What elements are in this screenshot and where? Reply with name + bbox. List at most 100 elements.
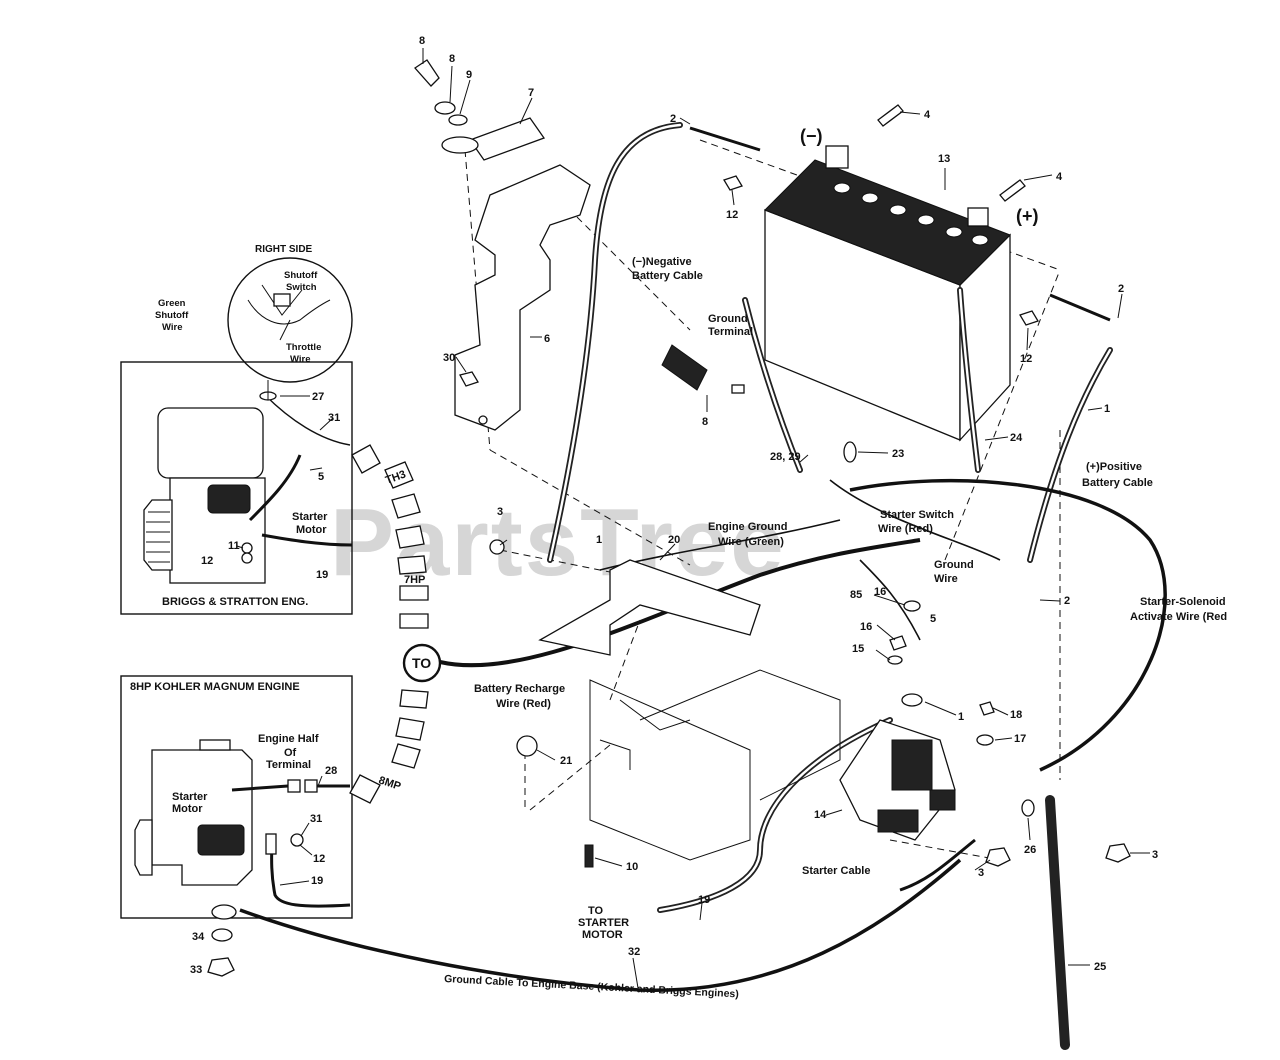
callout-10: 10 [626, 861, 638, 873]
bolt-3c [1105, 843, 1131, 863]
nut-26 [1021, 799, 1035, 817]
callout-17: 17 [1014, 733, 1026, 745]
briggs-starter-label-2: Motor [296, 524, 327, 536]
bolt-4b [999, 179, 1026, 202]
callout-9: 9 [466, 69, 472, 81]
detail-throttle [261, 284, 303, 341]
green-shutoff-label-2: Shutoff [155, 310, 189, 321]
callout-21: 21 [560, 755, 572, 767]
nut-12a [723, 175, 743, 191]
briggs-engine-tank [157, 407, 264, 479]
callout-15: 15 [852, 643, 864, 655]
bolt-10 [584, 844, 594, 868]
engine-half-label-2: Of [284, 747, 297, 759]
callout-16: 16 [874, 586, 886, 598]
throttle-label-1: Throttle [286, 342, 321, 353]
callout-18: 18 [1010, 709, 1022, 721]
terminal-half-a [287, 779, 301, 793]
ring-terminal [211, 904, 237, 920]
callout-3: 3 [497, 506, 503, 518]
positive-terminal [967, 207, 989, 227]
labels: (−)Negative Battery Cable Ground Termina… [155, 256, 1227, 1000]
battery-negative-sign: (−) [800, 126, 823, 146]
briggs-starter-motor [207, 484, 251, 514]
callout-16: 16 [860, 621, 872, 633]
right-side-detail [227, 257, 353, 383]
detail-shutoff-wire [247, 299, 331, 325]
battery-recharge-label-2: Wire (Red) [496, 698, 551, 710]
callout-6: 6 [544, 333, 550, 345]
ground-terminal-label-1: Ground [708, 313, 748, 325]
battery-recharge-wire [439, 538, 921, 668]
briggs-engine-recoil [143, 499, 173, 571]
callout-28-29: 28, 29 [770, 451, 801, 463]
ground-terminal-8 [661, 344, 745, 394]
callout-19: 19 [316, 569, 328, 581]
callout-25: 25 [1094, 961, 1106, 973]
bolt-3a [489, 539, 505, 555]
kohler-engine-inset [120, 675, 353, 919]
ground-terminal-label-2: Terminal [708, 326, 753, 338]
ground-wire-label-2: Wire [934, 573, 958, 585]
starter-cable-label: Starter Cable [802, 865, 870, 877]
callout-1: 1 [958, 711, 964, 723]
starter-solenoid-label-2: Activate Wire (Red [1130, 611, 1227, 623]
washer-15 [887, 655, 903, 665]
direction-arrows: TH3 7HP 8MP TO [349, 444, 442, 804]
ground-wire [859, 559, 921, 641]
starter-solenoid-label-1: Starter-Solenoid [1140, 596, 1226, 608]
battery-13: (−) (+) [764, 126, 1039, 442]
starter-solenoid-wire [849, 478, 1167, 772]
callout-12: 12 [201, 555, 213, 567]
green-shutoff-label-3: Wire [162, 322, 183, 333]
chassis-outline [589, 679, 751, 861]
negative-cable-label-2: Battery Cable [632, 270, 703, 282]
callout-12: 12 [1020, 353, 1032, 365]
callout-8: 8 [702, 416, 708, 428]
ground-cable-32 [239, 858, 962, 992]
callout-30: 30 [443, 352, 455, 364]
solenoid-body [891, 739, 933, 791]
kohler-engine-block [151, 749, 253, 886]
callout-12: 12 [313, 853, 325, 865]
arrow-tag-7hp: 7HP [404, 574, 425, 586]
callout-2: 2 [670, 113, 676, 125]
engine-half-label-3: Terminal [266, 759, 311, 771]
briggs-fins [146, 511, 170, 563]
small-hardware [207, 104, 1131, 977]
to-marker-label: TO [412, 655, 431, 671]
positive-cable-label-1: (+)Positive [1086, 461, 1142, 473]
bolt-33 [207, 957, 235, 977]
battery-caps [833, 182, 989, 246]
briggs-engine-inset [120, 257, 353, 615]
callout-7: 7 [528, 87, 534, 99]
briggs-box [120, 361, 353, 615]
briggs-cable-19 [261, 533, 353, 547]
callout-2: 2 [1064, 595, 1070, 607]
callout-13: 13 [938, 153, 950, 165]
to-starter-label-3: MOTOR [582, 929, 623, 941]
callout-5: 5 [318, 471, 324, 483]
callout-14: 14 [814, 809, 827, 821]
engine-half-label-1: Engine Half [258, 733, 319, 745]
kohler-starter-label-1: Starter [172, 791, 208, 803]
callout-4: 4 [1056, 171, 1063, 183]
kohler-cap [199, 739, 231, 751]
ground-wire-label-1: Ground [934, 559, 974, 571]
washer-34 [211, 928, 233, 942]
callout-23: 23 [892, 448, 904, 460]
callout-32: 32 [628, 946, 640, 958]
nut-30 [459, 371, 479, 387]
detail-switch [273, 293, 291, 307]
kohler-starter-label-2: Motor [172, 803, 203, 815]
callout-8: 8 [449, 53, 455, 65]
battery-top [764, 159, 1011, 286]
callout-11: 11 [228, 540, 240, 552]
callout-2: 2 [1118, 283, 1124, 295]
engine-ground-label-2: Wire (Green) [718, 536, 784, 548]
throttle-label-2: Wire [290, 354, 311, 365]
callout-8: 8 [419, 35, 425, 47]
shutoff-switch-label-2: Switch [286, 282, 317, 293]
callout-numbers: 8 8 9 7 2 4 13 4 12 6 30 8 2 12 1 24 23 … [190, 35, 1158, 976]
hardware-top-left [414, 59, 546, 161]
